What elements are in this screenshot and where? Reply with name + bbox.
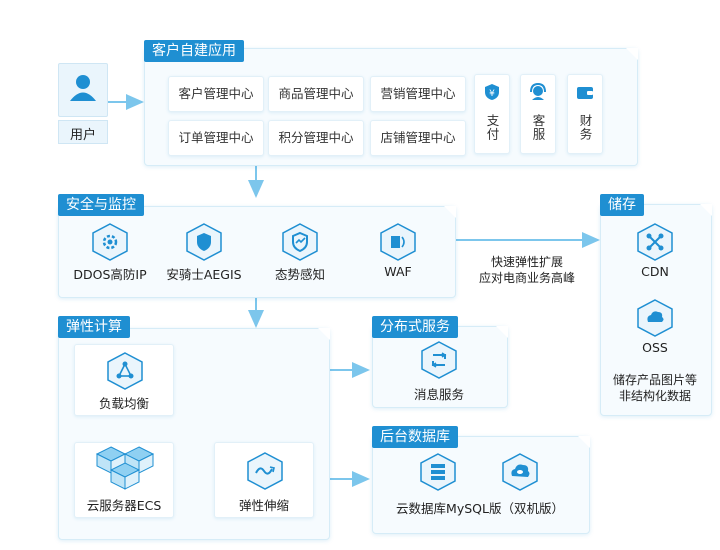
compute-ecs-label: 云服务器ECS [86, 498, 162, 513]
yen-shield-icon: ¥ [485, 84, 499, 100]
headset-icon [530, 83, 546, 100]
app-mini-service[interactable]: 客服 [520, 74, 556, 154]
app-item-store[interactable]: 店铺管理中心 [370, 120, 466, 156]
compute-title: 弹性计算 [58, 316, 130, 338]
auto-scaling-icon [247, 452, 283, 490]
user-icon [70, 75, 96, 101]
compute-slb-card[interactable]: 负载均衡 [74, 344, 174, 416]
mq-item-label: 消息服务 [413, 387, 464, 402]
app-mini-service-label: 客服 [530, 113, 546, 141]
cdn-network-icon [637, 223, 673, 261]
waf-icon [380, 223, 416, 261]
security-item-aegis-label: 安骑士AEGIS [166, 267, 242, 282]
app-item-marketing[interactable]: 营销管理中心 [370, 76, 466, 112]
user-avatar-box [58, 63, 108, 117]
compute-slb-label: 负载均衡 [98, 396, 149, 411]
app-item-product[interactable]: 商品管理中心 [268, 76, 364, 112]
app-mini-payment[interactable]: ¥ 支付 [474, 74, 510, 154]
app-item-points[interactable]: 积分管理中心 [268, 120, 364, 156]
oss-cloud-icon [637, 299, 673, 337]
scaling-note-line2: 应对电商业务高峰 [478, 271, 575, 285]
message-service-icon [421, 341, 457, 379]
database-server-icon [420, 453, 456, 491]
ecs-server-cluster-icon [95, 446, 155, 490]
scaling-note: 快速弹性扩展 应对电商业务高峰 [462, 254, 592, 286]
security-title: 安全与监控 [58, 194, 144, 216]
app-mini-finance-label: 财务 [577, 113, 593, 141]
load-balancer-icon [107, 352, 143, 390]
security-item-situation-label: 态势感知 [274, 267, 325, 282]
svg-text:¥: ¥ [489, 89, 495, 99]
scaling-note-line1: 快速弹性扩展 [490, 255, 563, 269]
app-mini-payment-label: 支付 [484, 113, 500, 141]
app-item-order[interactable]: 订单管理中心 [168, 120, 264, 156]
aegis-shield-icon [186, 223, 222, 261]
storage-item-cdn-label: CDN [641, 264, 669, 279]
storage-item-oss-label: OSS [642, 340, 668, 355]
app-item-customer[interactable]: 客户管理中心 [168, 76, 264, 112]
db-title: 后台数据库 [372, 426, 458, 448]
storage-note-line2: 非结构化数据 [618, 389, 691, 403]
app-title: 客户自建应用 [144, 40, 244, 62]
compute-ess-card[interactable]: 弹性伸缩 [214, 442, 314, 518]
storage-note: 储存产品图片等 非结构化数据 [603, 372, 707, 404]
security-item-waf-label: WAF [384, 264, 412, 279]
compute-ecs-card[interactable]: 云服务器ECS [74, 442, 174, 518]
ddos-gear-icon [92, 223, 128, 261]
user-label: 用户 [69, 128, 96, 143]
wallet-icon [577, 87, 593, 99]
security-item-ddos-label: DDOS高防IP [73, 267, 147, 282]
db-item-label: 云数据库MySQL版（双机版） [396, 501, 564, 516]
situation-shield-icon [282, 223, 318, 261]
storage-note-line1: 储存产品图片等 [612, 373, 697, 387]
app-mini-finance[interactable]: 财务 [567, 74, 603, 154]
db-panel [372, 436, 590, 534]
database-cloud-icon [502, 453, 538, 491]
compute-ess-label: 弹性伸缩 [238, 498, 289, 513]
storage-title: 储存 [600, 194, 644, 216]
mq-title: 分布式服务 [372, 316, 458, 338]
